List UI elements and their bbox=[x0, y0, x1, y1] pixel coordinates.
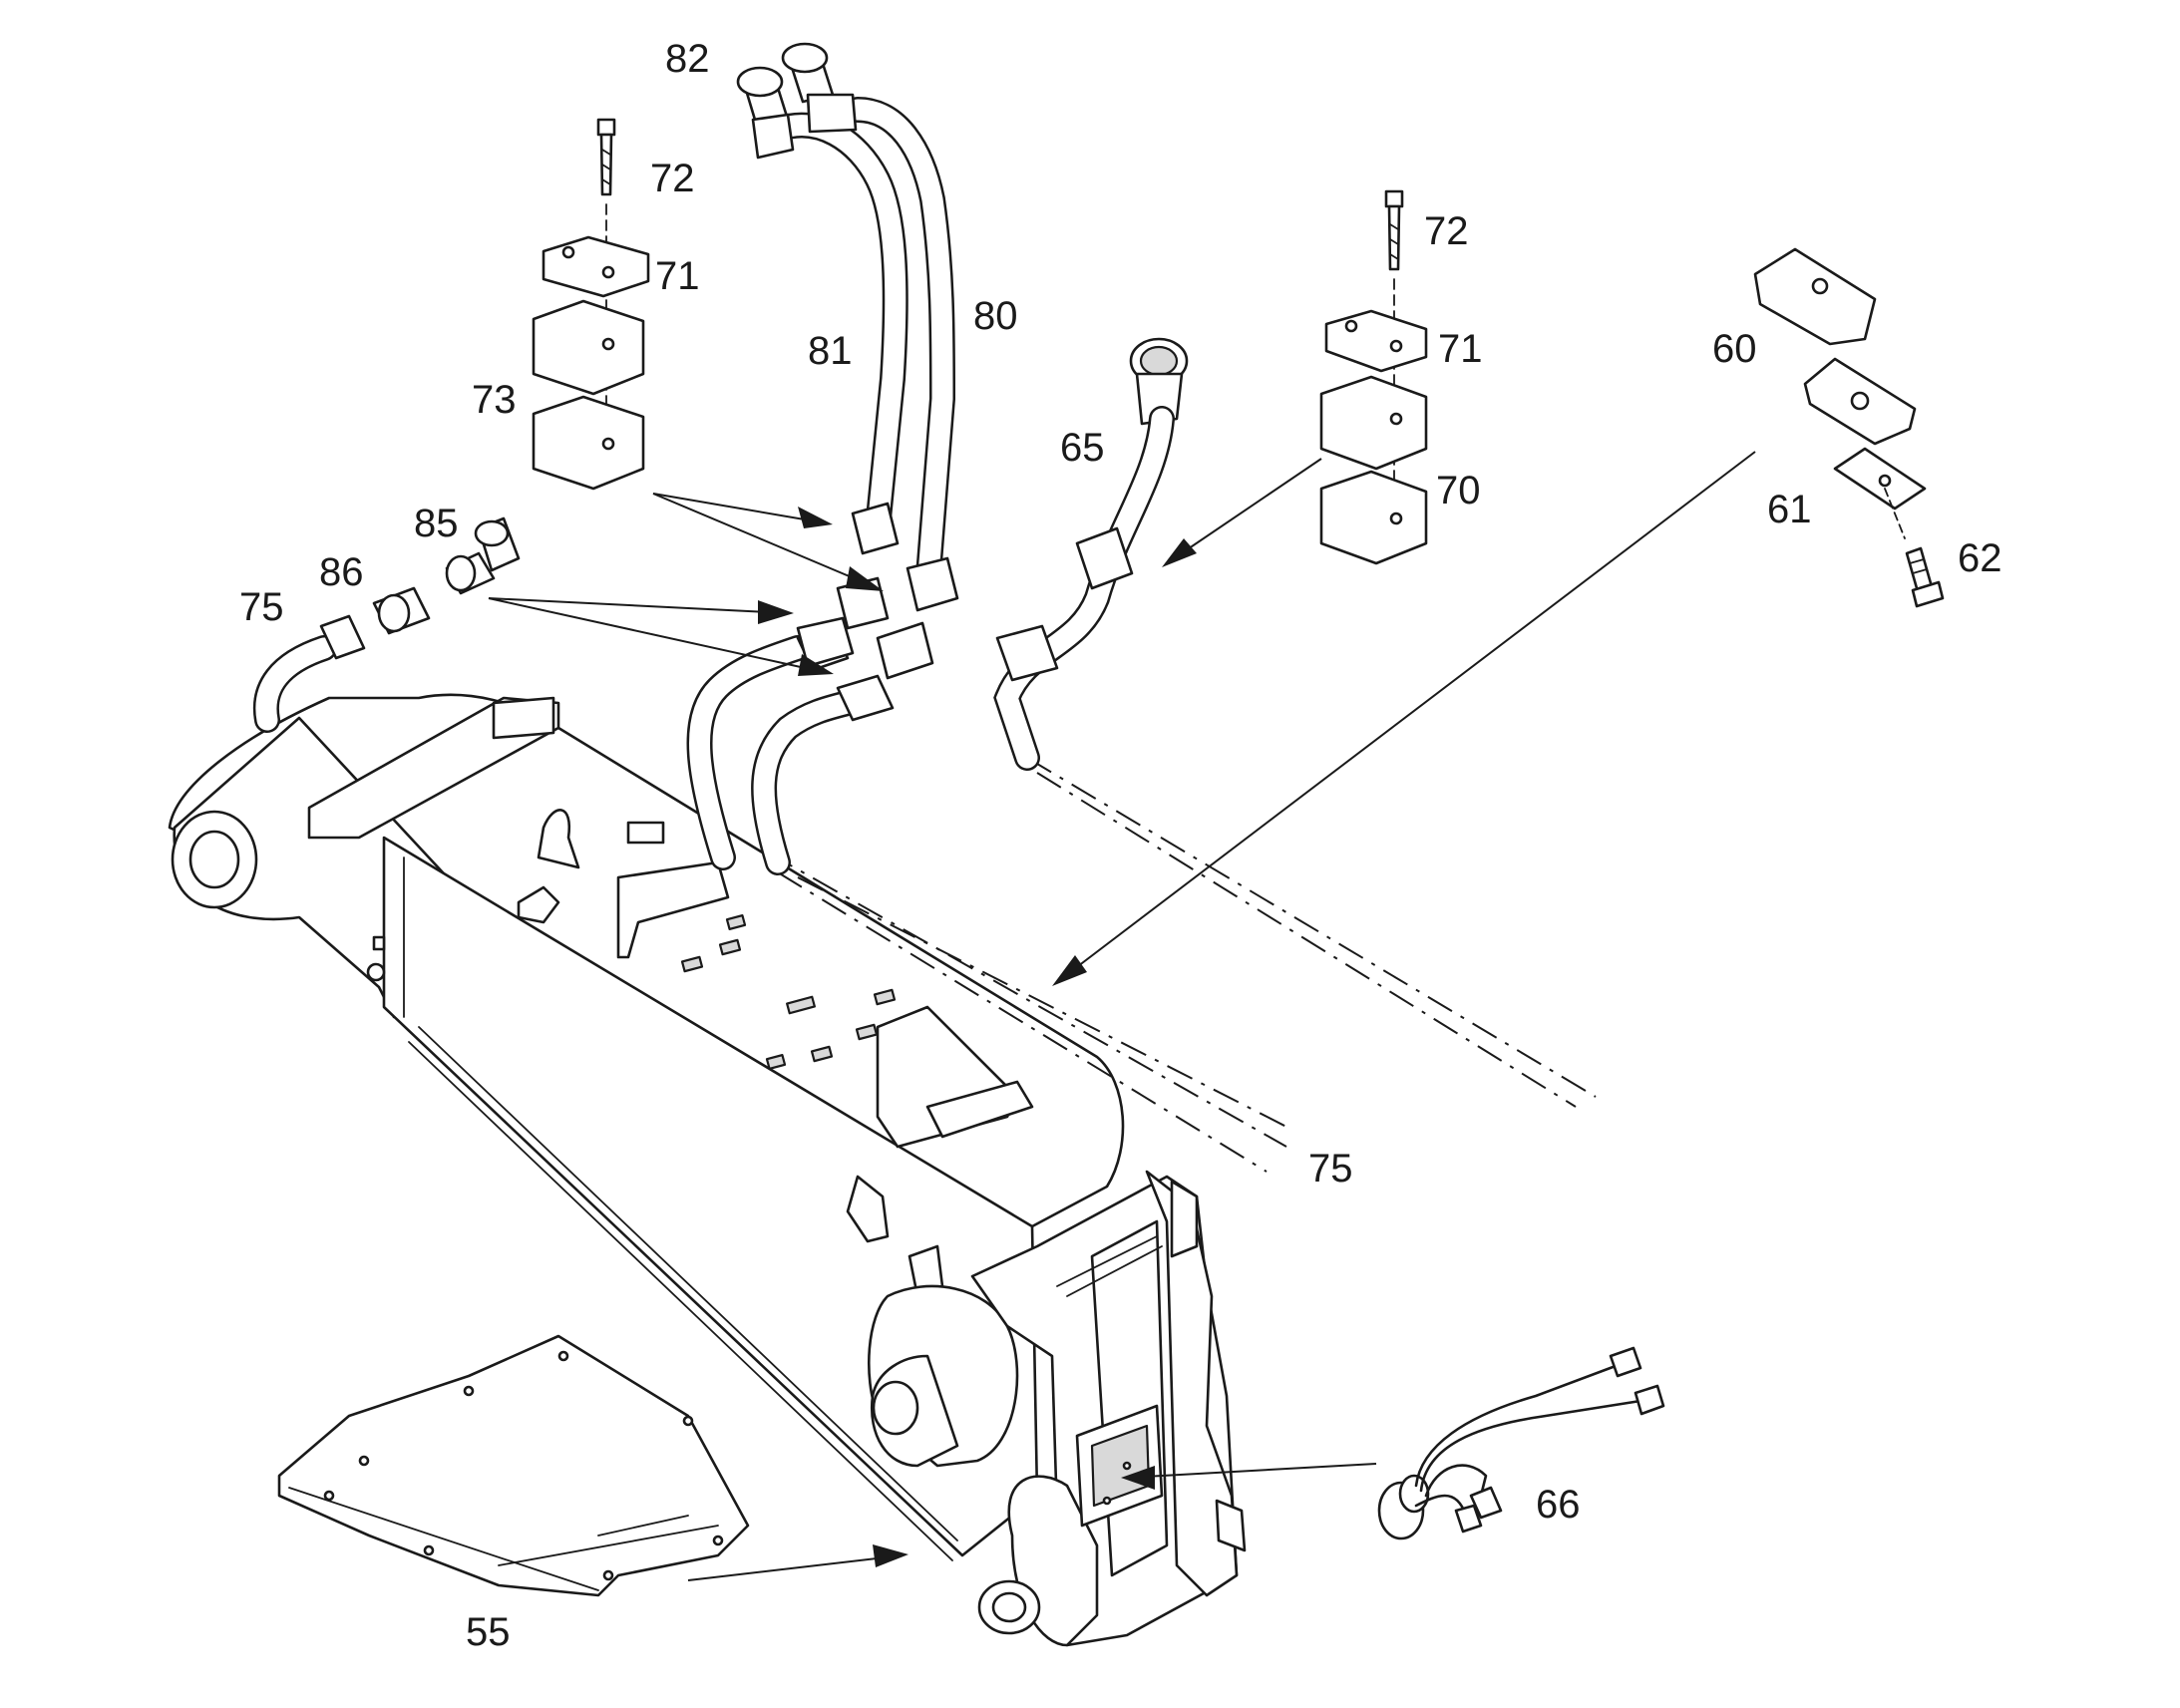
callout-72-left: 72 bbox=[650, 157, 695, 200]
callout-75-right: 75 bbox=[1308, 1147, 1353, 1191]
clamp-60-61-62 bbox=[1753, 247, 1945, 608]
callout-71-left: 71 bbox=[655, 254, 700, 298]
leader-lines bbox=[488, 451, 1756, 1581]
callout-82: 82 bbox=[665, 37, 710, 81]
harness-66 bbox=[1377, 1346, 1665, 1540]
callout-80: 80 bbox=[973, 294, 1018, 338]
callout-62: 62 bbox=[1958, 536, 2002, 580]
callout-60: 60 bbox=[1712, 327, 1757, 371]
boom-arm bbox=[168, 693, 1247, 1647]
clamp-stack-left bbox=[532, 118, 650, 491]
callout-86: 86 bbox=[319, 550, 364, 594]
hose-routes bbox=[767, 757, 1597, 1173]
callout-72-right: 72 bbox=[1424, 209, 1469, 253]
clamp-stack-right bbox=[1319, 189, 1428, 565]
callout-61: 61 bbox=[1767, 488, 1812, 531]
callout-66: 66 bbox=[1536, 1483, 1581, 1527]
tubes-80-81 bbox=[736, 42, 959, 680]
fittings-85-86 bbox=[372, 516, 521, 635]
cover-plate-55 bbox=[277, 1334, 750, 1597]
callout-75-left: 75 bbox=[239, 585, 284, 629]
callout-71-right: 71 bbox=[1438, 327, 1483, 371]
callout-73: 73 bbox=[472, 378, 517, 422]
callout-81: 81 bbox=[808, 329, 853, 373]
cable-65 bbox=[993, 337, 1189, 771]
callout-65: 65 bbox=[1060, 426, 1105, 470]
callout-55: 55 bbox=[466, 1610, 511, 1654]
callouts: 82 72 71 81 80 73 85 86 75 72 71 65 70 6… bbox=[239, 37, 2002, 1654]
callout-85: 85 bbox=[414, 502, 459, 545]
callout-70: 70 bbox=[1436, 469, 1481, 512]
